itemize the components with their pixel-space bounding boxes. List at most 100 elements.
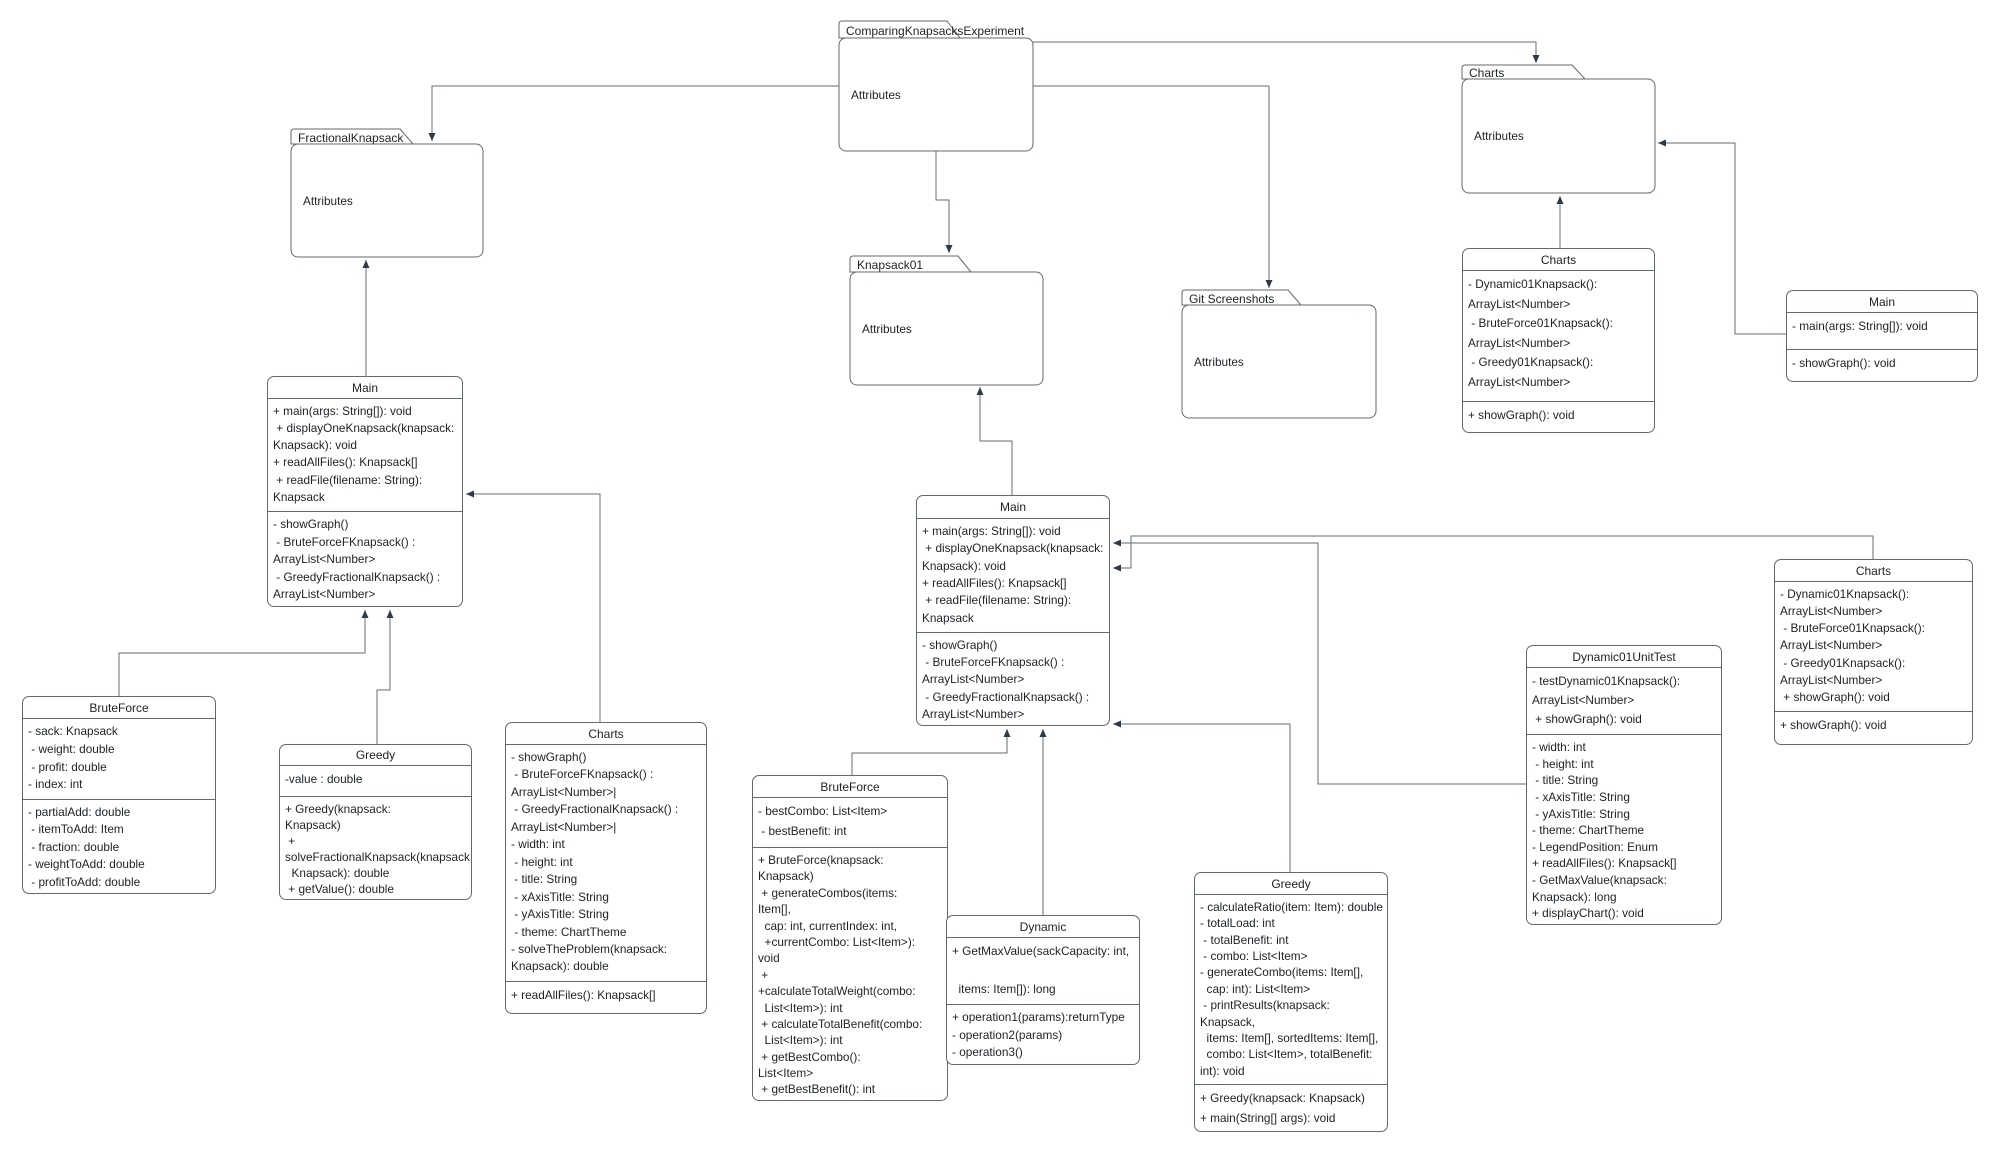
member-line: void bbox=[758, 951, 780, 966]
member-line: - profitToAdd: double bbox=[28, 874, 141, 889]
package-fractional-knapsack-attributes-label: Attributes bbox=[303, 193, 353, 208]
class-dynamic-title: Dynamic bbox=[947, 916, 1139, 938]
member-line: + Greedy(knapsack: Knapsack) bbox=[1200, 1091, 1365, 1105]
package-shapes bbox=[290, 20, 1656, 419]
class-main-center[interactable]: Main+ main(args: String[]): void + displ… bbox=[916, 495, 1110, 726]
package-comparing-knapsacks-experiment-name: ComparingKnapsacksExperiment bbox=[846, 23, 1025, 38]
edge-dynamic01unittest-to-main-center[interactable] bbox=[1113, 539, 1526, 785]
edge-charts-right-to-main-center[interactable] bbox=[1113, 535, 1874, 572]
class-charts-topright[interactable]: Charts- Dynamic01Knapsack():ArrayList<Nu… bbox=[1462, 248, 1655, 433]
edge-cke-to-knapsack01[interactable] bbox=[935, 151, 953, 253]
member-line: ArrayList<Number> bbox=[1468, 296, 1571, 311]
member-line: - bestCombo: List<Item> bbox=[758, 804, 888, 818]
edge-paths bbox=[118, 41, 1874, 915]
member-line: - bestBenefit: int bbox=[758, 823, 847, 838]
class-dynamic[interactable]: Dynamic+ GetMaxValue(sackCapacity: int, … bbox=[946, 915, 1140, 1065]
member-line: +currentCombo: List<Item>): bbox=[758, 934, 916, 949]
class-charts-left-section-1: + readAllFiles(): Knapsack[] bbox=[506, 981, 706, 1013]
class-charts-right[interactable]: Charts- Dynamic01Knapsack():ArrayList<Nu… bbox=[1774, 559, 1973, 745]
class-bruteforce-left-section-1: - partialAdd: double - itemToAdd: Item -… bbox=[23, 799, 215, 893]
member-line: + readFile(filename: String): bbox=[273, 472, 423, 487]
member-line: - sack: Knapsack bbox=[28, 724, 118, 738]
member-line: + bbox=[758, 967, 769, 982]
class-greedy-center[interactable]: Greedy- calculateRatio(item: Item): doub… bbox=[1194, 872, 1388, 1132]
member-line: + calculateTotalBenefit(combo: bbox=[758, 1016, 923, 1031]
edge-cke-to-git-screenshots[interactable] bbox=[1033, 85, 1273, 288]
class-charts-right-title: Charts bbox=[1775, 560, 1972, 582]
class-bruteforce-center[interactable]: BruteForce - bestCombo: List<Item> - best… bbox=[752, 775, 948, 1101]
member-line: - theme: ChartTheme bbox=[1532, 823, 1645, 838]
class-main-left-section-1: - showGraph() - BruteForceFKnapsack() :A… bbox=[268, 511, 462, 606]
member-line: - calculateRatio(item: Item): double bbox=[1200, 900, 1383, 914]
class-greedy-left-title: Greedy bbox=[280, 745, 471, 766]
member-line: + displayOneKnapsack(knapsack: bbox=[273, 421, 455, 436]
class-main-left[interactable]: Main+ main(args: String[]): void + displ… bbox=[267, 376, 463, 607]
edge-bruteforce-center-to-main-center[interactable] bbox=[851, 729, 1011, 775]
member-line: int): void bbox=[1200, 1063, 1245, 1078]
class-charts-right-section-0: - Dynamic01Knapsack():ArrayList<Number> … bbox=[1775, 582, 1972, 711]
edge-bruteforce-left-to-main-left[interactable] bbox=[118, 610, 369, 696]
member-line: + operation1(params):returnType bbox=[952, 1010, 1125, 1024]
package-knapsack01-tab[interactable] bbox=[849, 255, 973, 273]
package-charts-package-tab[interactable] bbox=[1461, 64, 1587, 80]
edge-main-topright-to-charts-package[interactable] bbox=[1658, 139, 1786, 335]
member-line: + Greedy(knapsack: bbox=[285, 802, 391, 816]
member-line: List<Item> bbox=[758, 1066, 814, 1081]
edge-greedy-center-to-main-center[interactable] bbox=[1113, 720, 1291, 872]
package-charts-package-attributes-label: Attributes bbox=[1474, 129, 1524, 143]
class-bruteforce-left-section-0: - sack: Knapsack - weight: double - prof… bbox=[23, 719, 215, 799]
member-line: ArrayList<Number> bbox=[1780, 672, 1883, 687]
edge-cke-to-charts-package[interactable] bbox=[1033, 41, 1540, 63]
class-main-topright[interactable]: Main- main(args: String[]): void- showGr… bbox=[1786, 290, 1978, 382]
edge-charts-left-to-main-left[interactable] bbox=[466, 490, 601, 722]
member-line: + showGraph(): void bbox=[1532, 712, 1642, 726]
class-main-center-section-0: + main(args: String[]): void + displayOn… bbox=[917, 519, 1109, 632]
class-greedy-left-section-0: -value : double bbox=[280, 766, 471, 796]
member-line: ArrayList<Number> bbox=[1468, 335, 1571, 350]
member-line: - showGraph() bbox=[922, 638, 998, 652]
member-line: - generateCombo(items: Item[], bbox=[1200, 965, 1364, 980]
class-charts-left[interactable]: Charts- showGraph() - BruteForceFKnapsac… bbox=[505, 722, 707, 1014]
class-bruteforce-left[interactable]: BruteForce- sack: Knapsack - weight: dou… bbox=[22, 696, 216, 894]
member-line: - solveTheProblem(knapsack: bbox=[511, 941, 668, 956]
class-dynamic01unittest[interactable]: Dynamic01UnitTest - testDynamic01Knapsack… bbox=[1526, 645, 1722, 925]
class-dynamic01unittest-section-1: - width: int - height: int - title: Stri… bbox=[1527, 734, 1721, 924]
member-line: items: Item[]): long bbox=[952, 982, 1056, 996]
class-charts-topright-section-1: + showGraph(): void bbox=[1463, 401, 1654, 432]
member-line: - GetMaxValue(knapsack: bbox=[1532, 873, 1667, 887]
edge-greedy-left-to-main-left[interactable] bbox=[376, 610, 394, 744]
edge-cke-to-fractional-knapsack[interactable] bbox=[428, 85, 839, 141]
member-line: - title: String bbox=[1532, 773, 1599, 788]
member-line: - totalLoad: int bbox=[1200, 916, 1275, 931]
package-fractional-knapsack-tab[interactable] bbox=[290, 128, 415, 145]
package-knapsack01-attributes-label: Attributes bbox=[862, 321, 912, 336]
member-line: - testDynamic01Knapsack(): bbox=[1532, 674, 1681, 688]
class-dynamic01unittest-title: Dynamic01UnitTest bbox=[1527, 646, 1721, 668]
member-line: - operation2(params) bbox=[952, 1027, 1063, 1042]
member-line: - totalBenefit: int bbox=[1200, 932, 1289, 947]
class-greedy-left-section-1: + Greedy(knapsack:Knapsack) +solveFracti… bbox=[280, 796, 472, 899]
member-line: ArrayList<Number> bbox=[922, 706, 1025, 721]
member-line: Knapsack bbox=[273, 489, 325, 504]
package-git-screenshots-tab[interactable] bbox=[1181, 289, 1303, 306]
class-greedy-left[interactable]: Greedy-value : double+ Greedy(knapsack:K… bbox=[279, 744, 472, 900]
member-line: + readAllFiles(): Knapsack[] bbox=[511, 988, 656, 1002]
member-line: solveFractionalKnapsack(knapsack: bbox=[285, 850, 472, 864]
member-line: - Greedy01Knapsack(): bbox=[1468, 355, 1594, 369]
class-bruteforce-center-title: BruteForce bbox=[753, 776, 947, 798]
member-line: ArrayList<Number> bbox=[1468, 374, 1571, 389]
member-line: - showGraph() bbox=[511, 750, 587, 764]
member-line: - BruteForce01Knapsack(): bbox=[1468, 316, 1613, 330]
member-line: cap: int): List<Item> bbox=[1200, 981, 1311, 996]
member-line: - profit: double bbox=[28, 759, 107, 774]
member-line: Knapsack): double bbox=[511, 959, 609, 974]
member-line: + generateCombos(items: bbox=[758, 885, 898, 900]
member-line: + getBestCombo(): bbox=[758, 1049, 861, 1064]
member-line: ArrayList<Number> bbox=[1780, 638, 1883, 653]
member-line: ArrayList<Number> bbox=[922, 672, 1025, 687]
member-line: List<Item>): int bbox=[758, 1033, 843, 1048]
edge-main-center-to-knapsack01[interactable] bbox=[976, 387, 1013, 495]
package-comparing-knapsacks-experiment-tab[interactable] bbox=[838, 20, 962, 39]
member-line: - width: int bbox=[1532, 740, 1586, 754]
